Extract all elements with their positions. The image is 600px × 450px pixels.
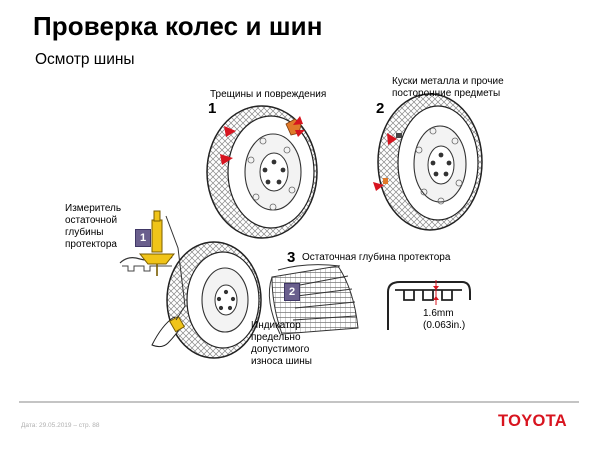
hand-with-gauge bbox=[151, 315, 186, 348]
measurement-mm: 1.6mm bbox=[423, 308, 454, 319]
indicator-badge: 2 bbox=[284, 283, 300, 301]
step-3-label: Остаточная глубина протектора bbox=[302, 252, 451, 263]
gauge-label-line: остаточной bbox=[65, 215, 118, 226]
gauge-badge: 1 bbox=[135, 229, 151, 247]
footer-divider bbox=[19, 401, 579, 403]
gauge-label-line: протектора bbox=[65, 239, 117, 250]
page-title: Проверка колес и шин bbox=[33, 11, 323, 41]
wear-indicator-label: Индикатор предельно допустимого износа ш… bbox=[251, 320, 312, 368]
foreign-object-arrow-icon bbox=[373, 133, 402, 191]
wheel-3 bbox=[166, 241, 262, 359]
pointer-arrow-icon bbox=[293, 116, 305, 137]
indicator-label-line: износа шины bbox=[251, 356, 312, 367]
step-2-label-line-2: посторонние предметы bbox=[392, 88, 501, 99]
step-2-number: 2 bbox=[376, 100, 385, 117]
step-1-label: Трещины и повреждения bbox=[210, 89, 327, 100]
crack-arrow-icon bbox=[220, 126, 236, 165]
step-3-number: 3 bbox=[287, 249, 296, 266]
depth-measurement: 1.6mm (0.063in.) bbox=[423, 308, 465, 332]
gauge-label-line: глубины bbox=[65, 227, 104, 238]
tread-depth-cross-section bbox=[387, 280, 471, 330]
page-subtitle: Осмотр шины bbox=[35, 51, 135, 68]
tread-depth-gauge-label: Измеритель остаточной глубины протектора bbox=[65, 203, 121, 251]
indicator-label-line: Индикатор bbox=[251, 320, 301, 331]
gauge-closeup bbox=[119, 210, 186, 321]
indicator-label-line: допустимого bbox=[251, 344, 310, 355]
measurement-inch: (0.063in.) bbox=[423, 320, 466, 331]
toyota-logo: TOYOTA bbox=[498, 412, 568, 430]
step-2-label: Куски металла и прочие посторонние предм… bbox=[392, 76, 504, 100]
step-1-number: 1 bbox=[208, 100, 217, 117]
wheel-2 bbox=[377, 93, 483, 231]
footer-date-page: Дата: 29.05.2019 – стр. 88 bbox=[21, 422, 100, 429]
step-2-label-line-1: Куски металла и прочие bbox=[392, 76, 504, 87]
gauge-label-line: Измеритель bbox=[65, 203, 122, 214]
wheel-1 bbox=[206, 105, 318, 239]
indicator-label-line: предельно bbox=[251, 332, 301, 343]
